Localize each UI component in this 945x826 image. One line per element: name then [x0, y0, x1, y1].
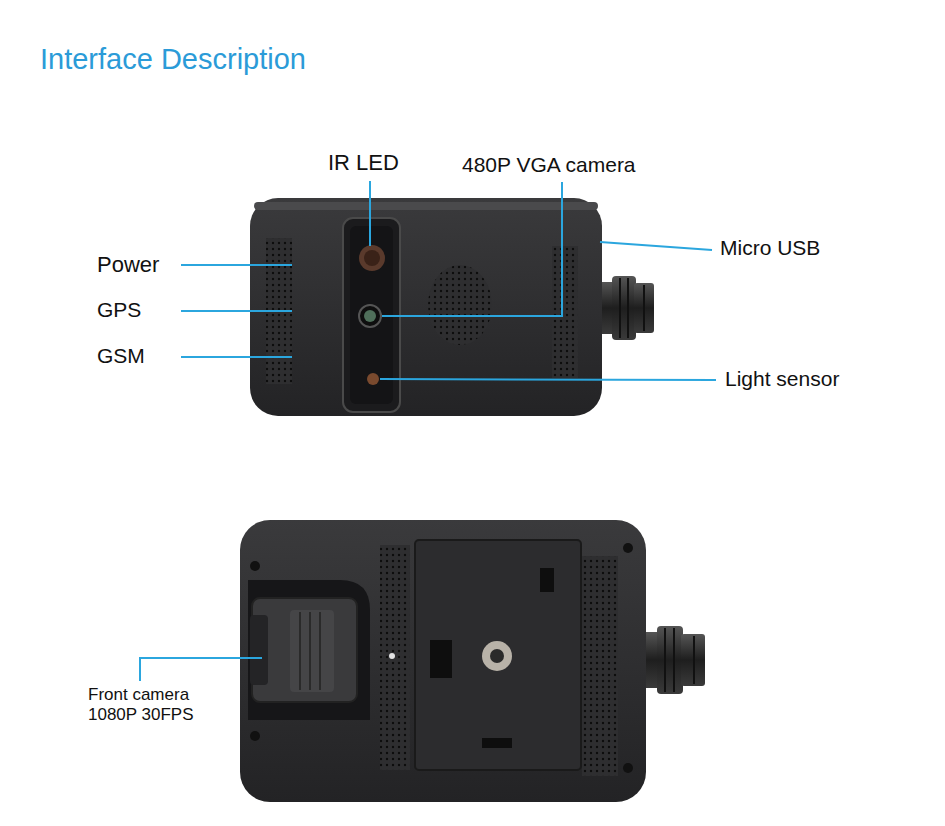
leader-line	[181, 356, 292, 358]
leader-line	[181, 264, 292, 266]
part-label: Front camera 1080P 30FPS	[88, 685, 216, 724]
part-label: IR LED	[328, 150, 399, 175]
device-front-view	[240, 520, 705, 802]
part-label: Power	[97, 252, 159, 277]
leader-line	[600, 242, 712, 250]
leader-line	[369, 181, 371, 246]
part-label: Micro USB	[720, 236, 820, 260]
page-title: Interface Description	[40, 43, 306, 76]
part-label: GSM	[97, 344, 145, 368]
leader-line	[181, 310, 292, 312]
device-rear-view	[250, 198, 654, 416]
leader-line	[382, 182, 562, 316]
leader-line	[140, 658, 262, 681]
leader-line	[380, 379, 716, 380]
part-label: 480P VGA camera	[462, 153, 636, 177]
leader-lines	[140, 181, 716, 681]
part-label: Light sensor	[725, 367, 839, 391]
part-label: GPS	[97, 298, 141, 322]
